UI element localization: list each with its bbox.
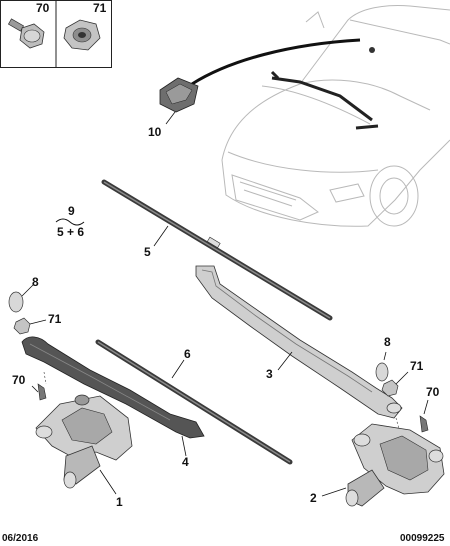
callout-9-group: 9 5 + 6: [55, 204, 84, 239]
part-2-wiper-motor: [321, 423, 445, 507]
nut-71-right-icon: [381, 379, 399, 397]
fastener-label-71: 71: [93, 1, 107, 15]
nut-icon: [63, 19, 101, 51]
callout-5: 5: [144, 245, 151, 259]
callout-8-right: 8: [384, 335, 391, 349]
bolt-70-right-icon: [419, 415, 429, 433]
fastener-box: 70 71: [0, 0, 112, 68]
cap-8-right-icon: [375, 362, 389, 382]
part-6-wiper-blade: [95, 339, 293, 465]
callout-4: 4: [182, 455, 189, 469]
callout-6: 6: [184, 347, 191, 361]
bolt-icon: [7, 18, 45, 49]
callout-71-left: 71: [48, 312, 62, 326]
part-1-wiper-motor: [35, 394, 133, 495]
callout-70-right: 70: [426, 385, 440, 399]
callout-71-right: 71: [410, 359, 424, 373]
part-3-wiper-arm: [195, 265, 403, 419]
part-10-rain-sensor: [159, 38, 361, 125]
callout-9: 9: [68, 204, 75, 218]
part-5-wiper-blade: [101, 179, 333, 321]
cap-8-left-icon: [8, 291, 24, 313]
callout-3: 3: [266, 367, 273, 381]
callout-10: 10: [148, 125, 162, 139]
car-outline: [221, 5, 450, 227]
bolt-70-left-icon: [37, 383, 47, 401]
footer-date: 06/2016: [2, 533, 39, 544]
part-4-wiper-arm: [21, 336, 205, 457]
left-fasteners: [8, 283, 47, 401]
footer-ref: 00099225: [400, 533, 445, 544]
callout-8-left: 8: [32, 275, 39, 289]
callout-70-left: 70: [12, 373, 26, 387]
callout-9-sub: 5 + 6: [57, 225, 84, 239]
callout-2: 2: [310, 491, 317, 505]
nut-71-left-icon: [13, 317, 31, 335]
fastener-label-70: 70: [36, 1, 50, 15]
callout-1: 1: [116, 495, 123, 509]
right-fasteners: [375, 351, 429, 441]
